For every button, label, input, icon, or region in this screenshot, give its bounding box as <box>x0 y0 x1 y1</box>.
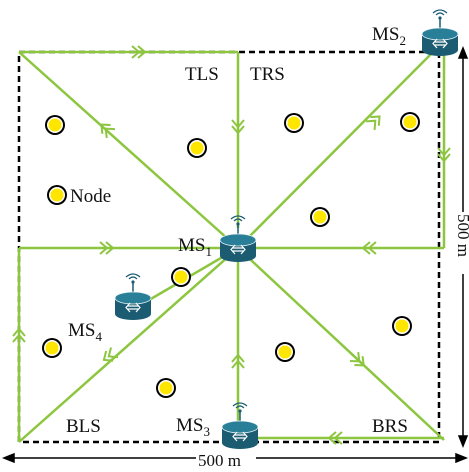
sink-label-ms2: MS2 <box>372 24 406 48</box>
sensor-node <box>156 378 176 398</box>
path-bl-diagonal <box>18 247 239 443</box>
sensor-node <box>42 338 62 358</box>
region-label-trs: TRS <box>250 64 285 85</box>
antenna-icon <box>232 402 248 421</box>
region-label-bls: BLS <box>66 416 101 437</box>
region-label-brs: BRS <box>372 416 408 437</box>
antenna-icon <box>432 9 448 28</box>
sensor-node <box>275 342 295 362</box>
width-label-bg <box>196 449 256 469</box>
sink-label-ms1: MS1 <box>178 235 212 259</box>
router-icon-ms1 <box>219 215 257 262</box>
region-label-tls: TLS <box>185 64 219 85</box>
sensor-node <box>310 207 330 227</box>
sensor-node <box>400 112 420 132</box>
width-dimension-label: 500 m <box>198 451 241 470</box>
height-label-bg <box>455 212 469 274</box>
legend-node-label: Node <box>70 186 111 207</box>
height-dimension-label: 500 m <box>454 214 469 257</box>
sensor-node <box>284 113 304 133</box>
sink-label-ms3: MS3 <box>176 415 210 439</box>
legend-node-icon <box>47 185 67 205</box>
antenna-icon <box>230 215 246 234</box>
sensor-node <box>392 316 412 336</box>
router-icon-ms4 <box>114 273 152 320</box>
sink-label-ms4: MS4 <box>68 320 102 344</box>
path-tr-diagonal <box>237 46 439 249</box>
sensor-node <box>187 138 207 158</box>
router-icon-ms2 <box>421 9 459 56</box>
path-tl-diagonal <box>18 51 239 249</box>
path-br-diagonal <box>237 247 445 441</box>
legend: Node <box>47 185 111 207</box>
sensor-node <box>171 267 191 287</box>
antenna-icon <box>125 273 141 292</box>
sensor-node <box>45 115 65 135</box>
sensor-nodes <box>42 112 420 398</box>
router-icon-ms3 <box>221 402 259 449</box>
